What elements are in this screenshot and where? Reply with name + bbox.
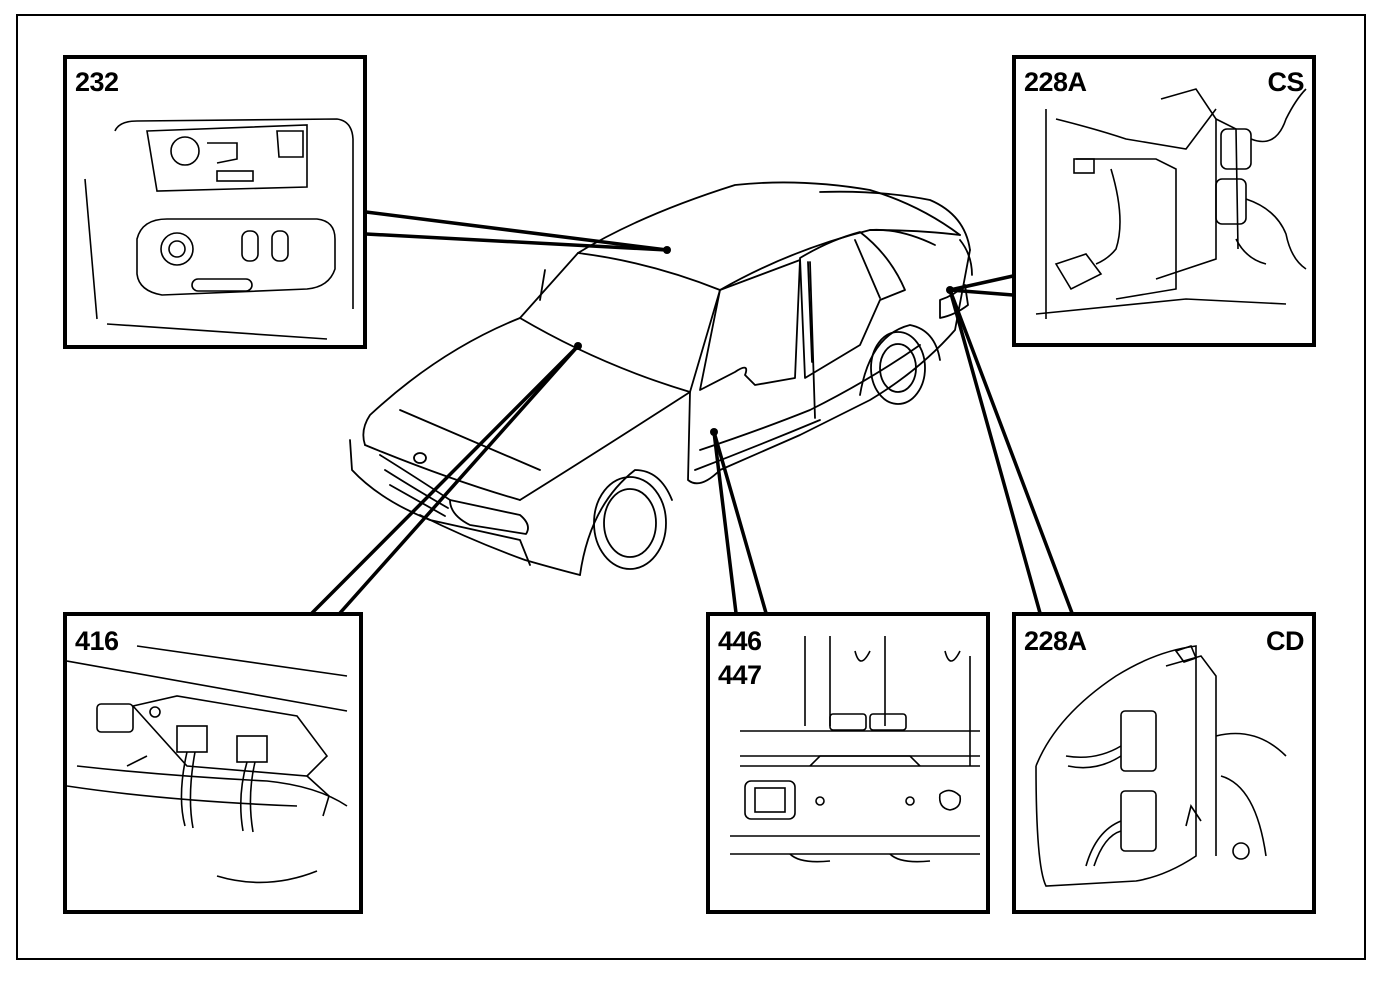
rear-wiring-cs-illustration — [1035, 88, 1307, 319]
panel-416: 416 — [63, 612, 363, 914]
door-connector-illustration — [730, 636, 980, 863]
panel-label-2: 447 — [718, 660, 762, 690]
panel-label: 228A — [1024, 67, 1087, 97]
panel-228a-cs: 228A CS — [1012, 55, 1316, 347]
hood-connector-illustration — [67, 645, 348, 884]
diagram-frame — [16, 14, 1366, 960]
panel-sublabel: CS — [1267, 67, 1304, 97]
panel-label: 228A — [1024, 626, 1087, 656]
rear-wiring-cd-illustration — [1035, 645, 1287, 887]
panel-232: 232 — [63, 55, 367, 349]
panel-label: 416 — [75, 626, 119, 656]
overhead-console-illustration — [84, 118, 354, 340]
panel-228a-cd: 228A CD — [1012, 612, 1316, 914]
panel-label: 446 — [718, 626, 762, 656]
panel-446-447: 446 447 — [706, 612, 990, 914]
panel-label: 232 — [75, 67, 119, 97]
panel-sublabel: CD — [1266, 626, 1305, 656]
